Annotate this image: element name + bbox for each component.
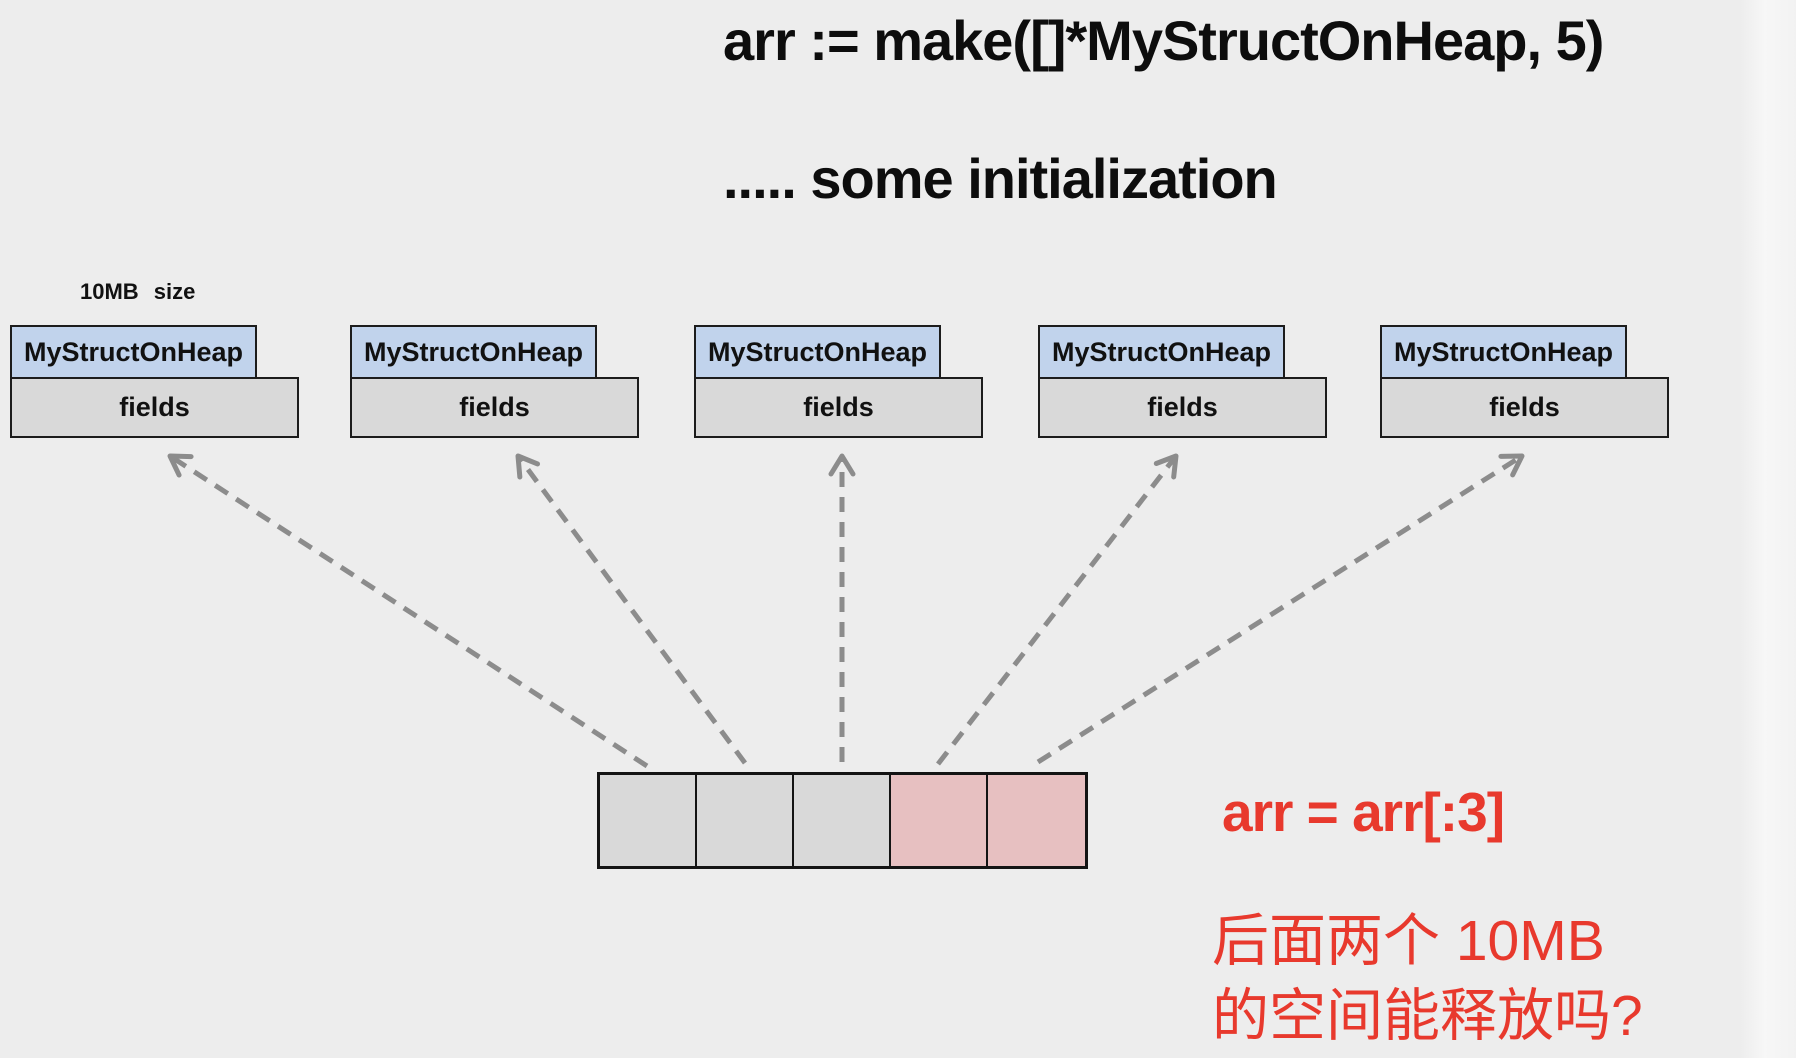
slice-cell-3 [794, 775, 891, 866]
slice-cell-5 [988, 775, 1085, 866]
pointer-arrow-1 [167, 453, 649, 769]
slice-cell-4 [891, 775, 988, 866]
heap-object-2-title: MyStructOnHeap [350, 325, 597, 379]
question-line-1: 后面两个 10MB [1212, 909, 1605, 973]
question-line-2: 的空间能释放吗? [1212, 984, 1643, 1049]
heap-object-1-title: MyStructOnHeap [10, 325, 257, 379]
heap-object-5: MyStructOnHeap fields [1380, 325, 1669, 438]
heap-object-2: MyStructOnHeap fields [350, 325, 639, 438]
page-edge-highlight [1740, 0, 1796, 1058]
heap-object-4-title: MyStructOnHeap [1038, 325, 1285, 379]
heap-object-4: MyStructOnHeap fields [1038, 325, 1327, 438]
size-label: 10MB size [80, 279, 196, 304]
pointer-arrow-2 [515, 453, 748, 765]
pointer-arrow-4 [936, 453, 1179, 766]
pointer-arrow-5 [1036, 453, 1525, 765]
slice-cell-2 [697, 775, 794, 866]
reslice-code-annotation: arr = arr[:3] [1222, 781, 1505, 843]
question-annotation: 后面两个 10MB 的空间能释放吗? [1212, 904, 1643, 1054]
code-title: arr := make([]*MyStructOnHeap, 5) [723, 9, 1604, 72]
heap-object-1: MyStructOnHeap fields [10, 325, 299, 438]
heap-object-5-title: MyStructOnHeap [1380, 325, 1627, 379]
heap-object-3-title: MyStructOnHeap [694, 325, 941, 379]
heap-object-5-fields: fields [1380, 377, 1669, 438]
heap-object-2-fields: fields [350, 377, 639, 438]
heap-object-3-fields: fields [694, 377, 983, 438]
slice-backing-array [597, 772, 1088, 869]
heap-object-3: MyStructOnHeap fields [694, 325, 983, 438]
heap-object-1-fields: fields [10, 377, 299, 438]
slice-cell-1 [600, 775, 697, 866]
initialization-note: ..... some initialization [723, 147, 1278, 210]
heap-object-4-fields: fields [1038, 377, 1327, 438]
